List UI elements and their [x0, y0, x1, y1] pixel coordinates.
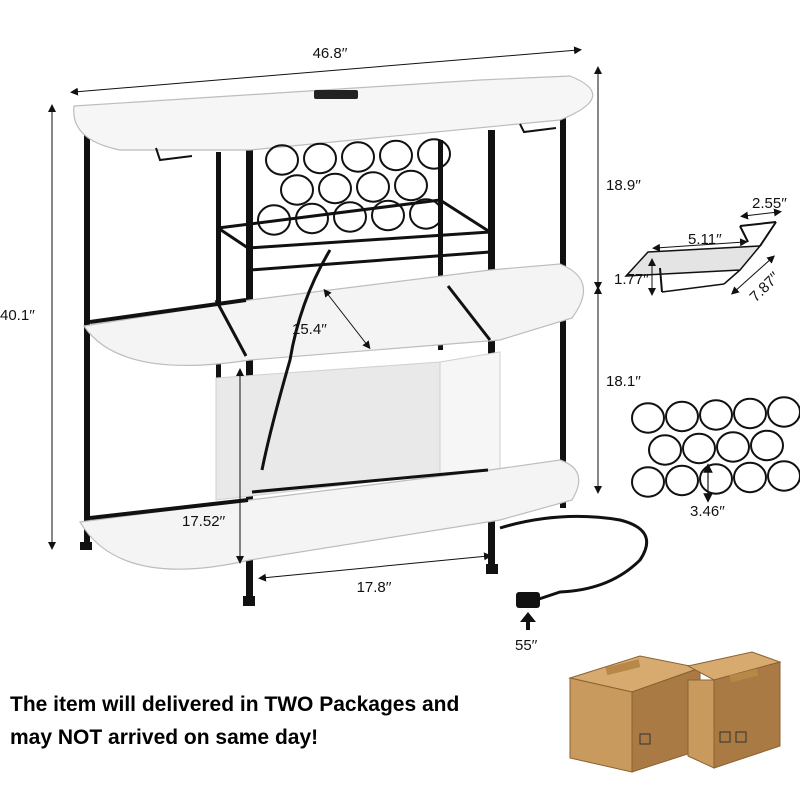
wine-ring [733, 397, 767, 430]
wine-rack-rings [257, 138, 451, 236]
height-dimension: 40.1′′ [0, 104, 56, 550]
front-left-post [246, 140, 253, 600]
wine-ring [295, 202, 329, 235]
ring-diameter-dimension: 3.46′′ [690, 463, 725, 520]
console-table [73, 75, 649, 608]
wine-ring [265, 144, 299, 176]
middle-shelf [82, 263, 585, 366]
lower-height-dimension: 18.1′′ [594, 286, 641, 494]
wine-ring [682, 432, 716, 465]
wine-ring [356, 171, 390, 203]
wine-ring-detail [631, 396, 800, 498]
table-top [73, 75, 594, 151]
cabinet-width-label: 17.8′′ [357, 579, 392, 596]
wine-ring [699, 399, 733, 431]
wine-ring [767, 396, 800, 428]
cabinet-height-label: 17.52′′ [182, 513, 225, 530]
notice-line-1: The item will delivered in TWO Packages … [10, 693, 460, 716]
wine-ring [631, 402, 665, 434]
wine-ring [371, 199, 405, 232]
wine-ring [280, 174, 314, 206]
holder-depth-label: 7.87′′ [747, 269, 784, 306]
cabinet-height-dimension: 17.52′′ [182, 368, 244, 564]
cabinet-width-dimension: 17.8′′ [258, 552, 492, 596]
holder-width-label: 2.55′′ [752, 195, 787, 212]
upper-height-dimension: 18.9′′ [594, 66, 641, 290]
package-box-2 [686, 651, 782, 769]
height-label: 40.1′′ [0, 307, 35, 324]
ring-diameter-label: 3.46′′ [690, 503, 725, 520]
wine-ring [750, 429, 784, 462]
wine-ring [303, 142, 337, 175]
lower-height-label: 18.1′′ [606, 373, 641, 390]
power-outlet [314, 90, 358, 99]
width-label: 46.8′′ [313, 45, 348, 62]
wine-ring [699, 463, 733, 495]
wine-ring [394, 169, 428, 202]
cord-length-label: 55′′ [515, 637, 537, 654]
wine-ring [716, 431, 750, 463]
wine-ring [341, 141, 375, 173]
holder-height-label: 1.77′′ [614, 271, 649, 288]
width-dimension: 46.8′′ [70, 45, 582, 96]
notice-line-2: may NOT arrived on same day! [10, 726, 319, 749]
wine-ring [379, 139, 413, 172]
shelf-depth-label: 15.4′′ [292, 321, 327, 338]
glass-holder-detail: 2.55′′ 5.11′′ 1.77′′ 7.87′′ [614, 195, 787, 306]
wine-ring [665, 400, 699, 433]
holder-length-label: 5.11′′ [688, 231, 722, 248]
shelf-depth-dimension: 15.4′′ [292, 288, 371, 350]
wine-ring [333, 201, 367, 233]
wine-ring [631, 466, 665, 498]
power-plug [516, 592, 540, 608]
wine-ring [767, 460, 800, 492]
wine-ring [733, 461, 767, 494]
bottom-shelf [79, 459, 580, 570]
wine-ring [409, 198, 443, 230]
front-right-post [488, 130, 495, 570]
wine-ring [648, 434, 682, 466]
wine-ring [417, 138, 451, 170]
wine-ring [318, 172, 352, 205]
upper-height-label: 18.9′′ [606, 177, 641, 194]
delivery-notice: The item will delivered in TWO Packages … [10, 688, 570, 754]
rear-left-post [84, 118, 90, 548]
wine-ring [665, 464, 699, 497]
wine-ring [257, 204, 291, 236]
package-box-1 [568, 655, 702, 773]
cord-length-dimension: 55′′ [515, 612, 537, 654]
